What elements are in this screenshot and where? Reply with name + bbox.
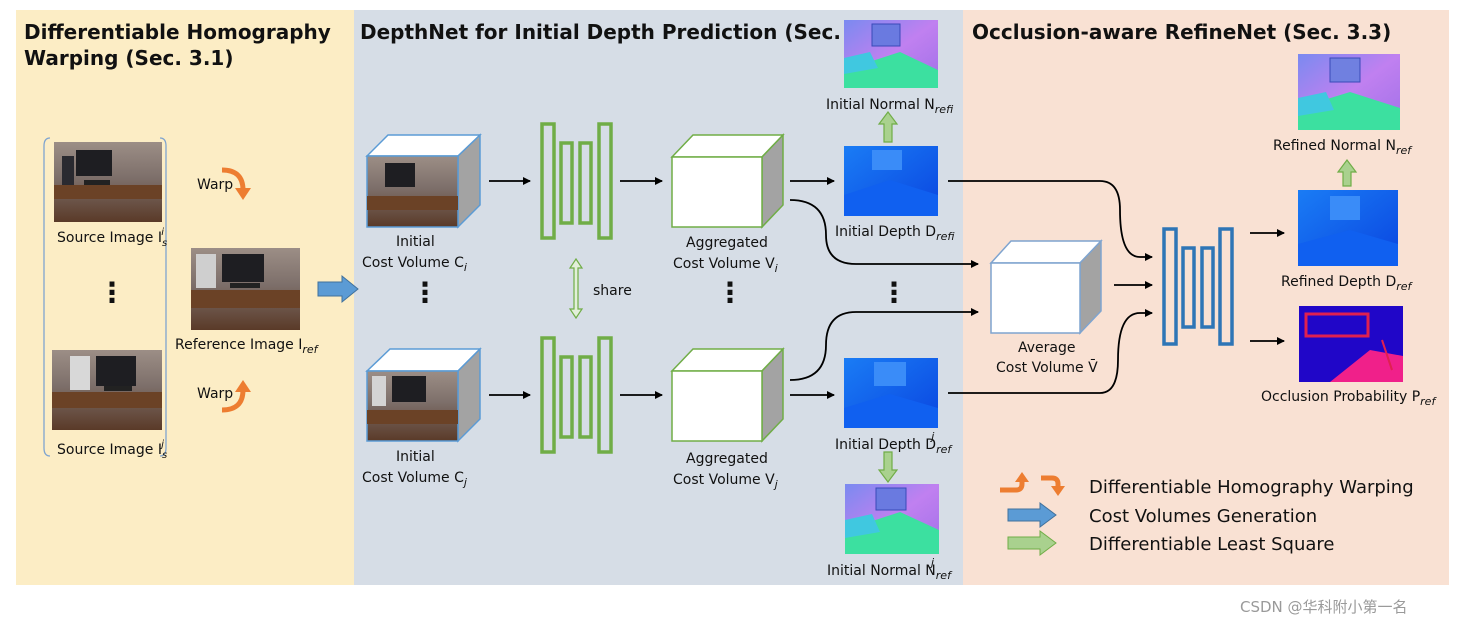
average-label-line1: Average <box>1018 340 1076 356</box>
cost-volume-i-label-line1: Initial <box>396 234 435 250</box>
warping-title-line1: Differentiable Homography <box>24 20 331 44</box>
right-bracket <box>159 137 167 457</box>
panel-warping <box>16 10 354 585</box>
refined-depth-label: Refined Depth Dref <box>1281 274 1414 293</box>
warp-top-arrowhead-icon <box>235 188 251 200</box>
depthnet-network-i <box>540 122 613 240</box>
average-label-line2: Cost Volume V̄ <box>996 358 1098 376</box>
source-image-i <box>54 142 162 222</box>
arrow-depth-j-to-refine <box>948 309 1153 394</box>
arrow-agg-i-to-average <box>789 199 979 268</box>
initial-normal-j-label: Initial Normal Nrefj <box>827 556 953 582</box>
source-image-j-label: Source Image Isj <box>57 439 167 461</box>
refinenet-network <box>1162 227 1234 346</box>
warp-bottom-arrow-icon <box>221 389 246 413</box>
aggregated-cube-i <box>670 133 785 229</box>
aggregated-ellipsis: ⋮ <box>716 276 744 309</box>
warp-bottom-label: Warp <box>197 386 233 402</box>
cost-volume-i-cube <box>365 133 482 229</box>
source-image-i-label: Source Image Isi <box>57 227 167 249</box>
share-double-arrow-icon <box>568 257 584 320</box>
cost-volume-j-label-line2: Cost Volume Cj <box>362 470 468 489</box>
initial-normal-j-image <box>845 484 939 554</box>
depthnet-network-j <box>540 336 613 454</box>
cost-volume-j-cube <box>365 347 482 443</box>
left-bracket <box>43 137 51 457</box>
legend-green-arrow-icon <box>1007 530 1057 556</box>
lsq-arrow-down-j-icon <box>877 451 899 483</box>
occlusion-label: Occlusion Probability Pref <box>1261 389 1437 408</box>
depthnet-title: DepthNet for Initial Depth Prediction (S… <box>360 20 892 44</box>
initial-depth-i-label: Initial Depth Drefi <box>835 224 955 243</box>
initial-normal-i-image <box>844 20 938 88</box>
refined-normal-label: Refined Normal Nref <box>1273 138 1413 157</box>
aggregated-j-label-line1: Aggregated <box>686 451 768 467</box>
average-cost-volume-cube <box>989 239 1103 335</box>
aggregated-j-label-line2: Cost Volume Vj <box>673 472 779 491</box>
cost-volume-i-label-line2: Cost Volume Ci <box>362 255 467 274</box>
warping-ellipsis: ⋮ <box>98 276 126 309</box>
legend-label-cost: Cost Volumes Generation <box>1089 506 1317 527</box>
initial-normal-i-label: Initial Normal Nrefi <box>826 97 954 116</box>
aggregated-cube-j <box>670 347 785 443</box>
source-image-j <box>52 350 162 430</box>
refined-normal-image <box>1298 54 1400 130</box>
reference-image-label: Reference Image Iref <box>175 337 320 356</box>
legend-label-warp: Differentiable Homography Warping <box>1089 477 1414 498</box>
cost-volume-generation-arrow-icon <box>317 274 359 304</box>
initial-depth-i-image <box>844 146 938 216</box>
warping-title-line2: Warping (Sec. 3.1) <box>24 46 234 70</box>
arrow-agg-j-to-average <box>789 308 979 381</box>
reference-image <box>191 248 300 330</box>
occlusion-probability-image <box>1299 306 1403 382</box>
initial-depth-j-image <box>844 358 938 428</box>
lsq-arrow-up-i-icon <box>877 111 899 143</box>
watermark: CSDN @华科附小第一名 <box>1240 598 1408 616</box>
depth-ellipsis: ⋮ <box>880 276 908 309</box>
arrow-depth-i-to-refine <box>948 180 1153 261</box>
warp-top-arrow-icon <box>221 167 246 191</box>
aggregated-i-label-line1: Aggregated <box>686 235 768 251</box>
legend-blue-arrow-icon <box>1007 502 1057 528</box>
legend-warp-icon <box>1000 472 1065 496</box>
legend-label-lsq: Differentiable Least Square <box>1089 534 1334 555</box>
refinenet-title: Occlusion-aware RefineNet (Sec. 3.3) <box>972 20 1391 44</box>
share-label: share <box>593 283 632 299</box>
warp-bottom-arrowhead-icon <box>235 380 251 392</box>
cost-volume-ellipsis: ⋮ <box>411 276 439 309</box>
refined-depth-image <box>1298 190 1398 266</box>
warp-top-label: Warp <box>197 177 233 193</box>
lsq-arrow-up-refined-icon <box>1336 159 1358 187</box>
cost-volume-j-label-line1: Initial <box>396 449 435 465</box>
initial-depth-j-label: Initial Depth Drefj <box>835 430 953 456</box>
aggregated-i-label-line2: Cost Volume Vi <box>673 256 778 275</box>
